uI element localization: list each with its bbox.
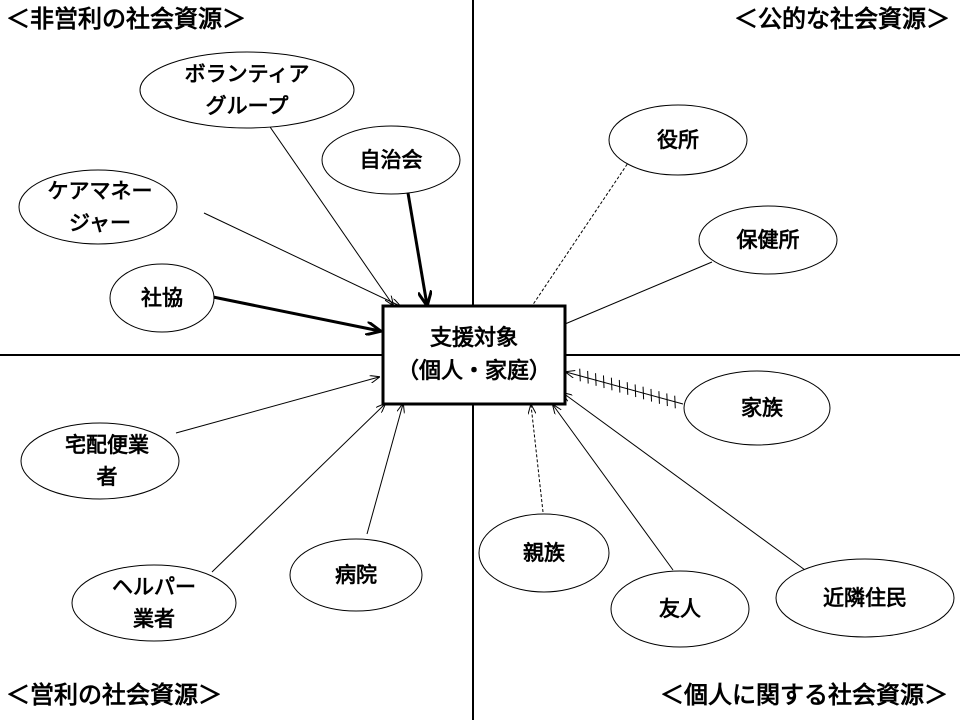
node-volunteer-line1: ボランティア: [184, 62, 310, 86]
node-hokenjo-label: 保健所: [737, 224, 800, 256]
connector-shinzoku: [531, 405, 544, 513]
hatch-mark: [666, 393, 668, 407]
connector-byoin: [366, 404, 403, 535]
hatch-mark: [642, 386, 645, 400]
node-kinrin-label: 近隣住民: [823, 582, 907, 614]
node-helper: [71, 564, 237, 642]
node-takuhai-label: 宅配便業 者: [65, 429, 149, 493]
connector-helper: [211, 404, 385, 573]
node-yujin: [610, 570, 750, 648]
node-shakyo-line1: 社協: [141, 286, 183, 310]
node-caremanager-line2: ジャー: [69, 211, 131, 235]
connector-kazoku: [566, 372, 684, 405]
node-jichikai-label: 自治会: [360, 144, 423, 176]
node-yakusho-label: 役所: [657, 124, 699, 156]
hatch-mark: [658, 391, 660, 404]
node-takuhai-line1: 宅配便業: [65, 433, 149, 457]
center-label: 支援対象 （個人・家庭）: [397, 322, 551, 388]
connector-volunteer: [267, 123, 393, 305]
node-shakyo: [109, 263, 215, 333]
connector-yakusho: [531, 159, 631, 307]
hatch-mark: [674, 395, 676, 409]
center-label-line2: （個人・家庭）: [396, 359, 552, 384]
node-jichikai: [321, 125, 461, 195]
connector-kazoku-hatch: [579, 368, 676, 409]
node-volunteer-label: ボランティア グループ: [185, 58, 310, 122]
node-caremanager: [18, 169, 178, 245]
hatch-mark: [626, 382, 629, 395]
center-box: [381, 304, 567, 406]
node-caremanager-line1: ケアマネー: [47, 179, 153, 203]
connector-jichikai: [406, 192, 427, 305]
hatch-mark: [650, 388, 653, 402]
connector-takuhai: [175, 377, 379, 434]
hatch-mark: [634, 384, 637, 398]
quadrant-label-commercial: ＜営利の社会資源＞: [6, 681, 222, 709]
node-hokenjo-line1: 保健所: [736, 228, 800, 252]
node-takuhai-line2: 者: [96, 465, 118, 489]
hatch-mark: [610, 377, 613, 391]
connector-yujin: [553, 405, 674, 571]
node-kinrin-line1: 近隣住民: [823, 586, 907, 610]
node-helper-label: ヘルパー 業者: [112, 571, 196, 635]
node-byoin-line1: 病院: [335, 563, 377, 587]
hatch-mark: [579, 368, 581, 382]
quadrant-label-public: ＜公的な社会資源＞: [734, 5, 950, 33]
connector-shakyo: [212, 295, 380, 331]
node-shinzoku-label: 親族: [523, 537, 565, 569]
node-jichikai-line1: 自治会: [359, 148, 423, 172]
node-yujin-line1: 友人: [659, 597, 701, 621]
node-shinzoku: [478, 513, 610, 593]
node-byoin: [289, 538, 423, 612]
node-kazoku-label: 家族: [741, 392, 783, 424]
node-caremanager-label: ケアマネー ジャー: [48, 175, 153, 239]
connector-caremanager: [203, 212, 400, 306]
node-kazoku-line1: 家族: [741, 396, 783, 420]
node-helper-line2: 業者: [133, 607, 175, 631]
quadrant-label-nonprofit: ＜非営利の社会資源＞: [6, 5, 246, 33]
node-kinrin: [775, 558, 955, 638]
hatch-mark: [595, 373, 597, 386]
hatch-mark: [602, 375, 605, 389]
node-yakusho-line1: 役所: [657, 128, 699, 152]
hatch-mark: [618, 379, 621, 393]
hatch-mark: [587, 370, 589, 384]
node-volunteer: [139, 51, 355, 129]
node-hokenjo: [698, 205, 838, 275]
node-takuhai: [20, 422, 180, 500]
connector-kinrin: [563, 393, 806, 571]
node-helper-line1: ヘルパー: [112, 575, 196, 599]
quadrant-label-personal: ＜個人に関する社会資源＞: [660, 681, 948, 709]
node-shakyo-label: 社協: [141, 282, 183, 314]
connector-hokenjo: [564, 261, 713, 325]
node-shinzoku-line1: 親族: [523, 541, 565, 565]
node-yujin-label: 友人: [659, 593, 701, 625]
node-yakusho: [608, 104, 748, 176]
node-volunteer-line2: グループ: [205, 94, 289, 118]
center-label-line1: 支援対象: [429, 326, 519, 351]
node-kazoku: [683, 370, 831, 446]
node-byoin-label: 病院: [335, 559, 377, 591]
